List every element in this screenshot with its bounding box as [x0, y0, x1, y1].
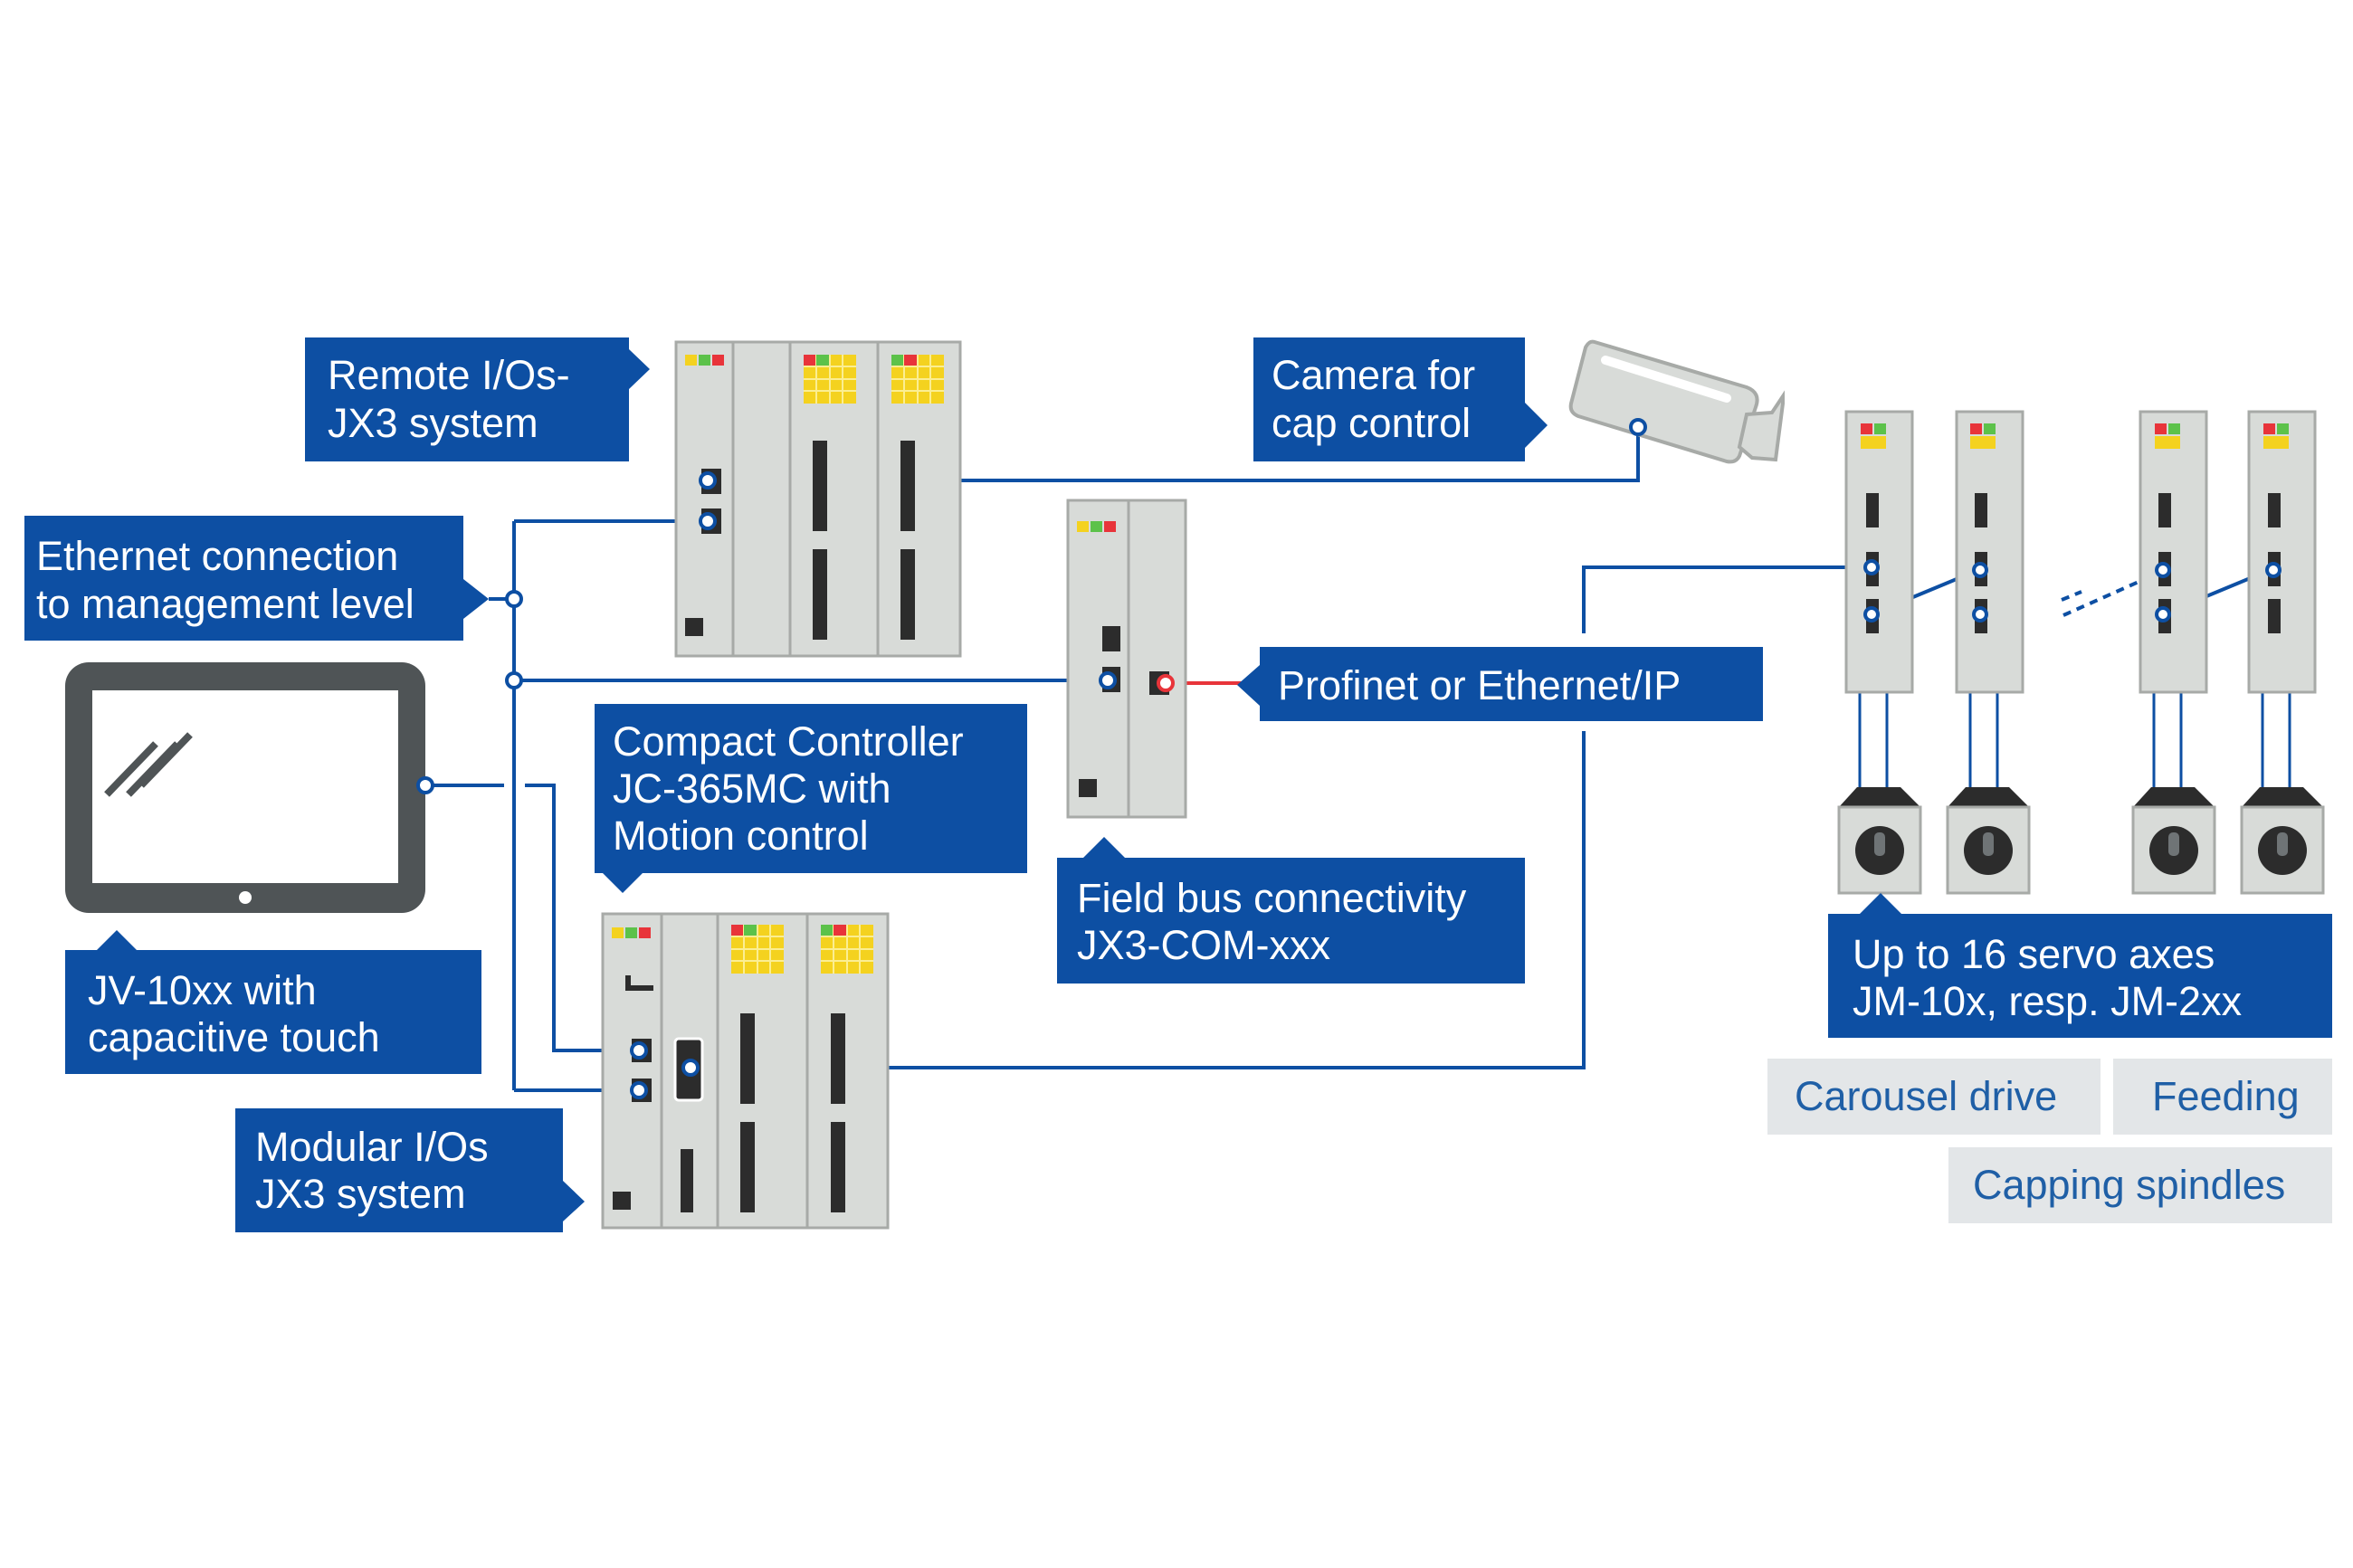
controller-label-line-2: JC-365MC with	[613, 765, 891, 812]
tag-feeding-text: Feeding	[2152, 1073, 2300, 1119]
controller-status-grid-1	[731, 925, 784, 974]
camera-label-line-2: cap control	[1272, 400, 1471, 446]
servo-feed-wire	[1582, 565, 1872, 633]
fieldbus-label: Field bus connectivity JX3-COM-xxx	[1057, 837, 1525, 984]
fieldbus-module	[1066, 499, 1187, 819]
camera-wire	[713, 427, 1640, 482]
servo-label-line-2: JM-10x, resp. JM-2xx	[1853, 978, 2243, 1024]
servo-motor-icon	[1837, 787, 2325, 895]
servo-label-line-1: Up to 16 servo axes	[1853, 931, 2215, 977]
modular-io-label: Modular I/Os JX3 system	[235, 1108, 585, 1232]
profinet-label: Profinet or Ethernet/IP	[1237, 647, 1763, 721]
modular-io-label-line-2: JX3 system	[255, 1171, 466, 1217]
remote-io-rack	[674, 340, 962, 658]
hmi-label-line-2: capacitive touch	[88, 1014, 380, 1060]
controller-rack	[601, 912, 890, 1230]
servo-chain-wire-3	[2061, 590, 2082, 602]
tablet-icon	[65, 662, 434, 913]
servo-label: Up to 16 servo axes JM-10x, resp. JM-2xx	[1828, 893, 2332, 1038]
hmi-label-line-1: JV-10xx with	[88, 967, 317, 1013]
controller-label: Compact Controller JC-365MC with Motion …	[595, 704, 1027, 893]
controller-to-servo-wire	[691, 731, 1586, 1069]
controller-label-line-3: Motion control	[613, 813, 869, 859]
tag-feeding: Feeding	[2113, 1059, 2332, 1135]
remote-io-label: Remote I/Os- JX3 system	[305, 337, 650, 461]
servo-drive-3	[2139, 410, 2208, 694]
modular-io-label-line-1: Modular I/Os	[255, 1124, 489, 1170]
remote-io-label-line-1: Remote I/Os-	[328, 352, 570, 398]
remote-io-status-grid-2	[891, 355, 944, 404]
controller-label-line-1: Compact Controller	[613, 718, 964, 765]
camera-icon	[1568, 339, 1785, 464]
ethernet-junction-node	[505, 590, 523, 608]
servo-chain-wire-dash	[2062, 577, 2146, 617]
fieldbus-junction-node	[505, 671, 523, 689]
servo-drive-4	[2247, 410, 2317, 694]
tablet-wire-right	[525, 784, 639, 1052]
camera-label-line-1: Camera for	[1272, 352, 1475, 398]
servo-drive-1	[1844, 410, 1914, 694]
ethernet-label-line-1: Ethernet connection	[36, 533, 398, 579]
servo-motor-cables	[1858, 692, 2291, 787]
remote-io-status-grid-1	[804, 355, 856, 404]
remote-io-label-line-2: JX3 system	[328, 400, 538, 446]
tag-carousel-drive-text: Carousel drive	[1795, 1073, 2057, 1119]
fieldbus-label-line-1: Field bus connectivity	[1077, 875, 1467, 921]
tag-carousel-drive: Carousel drive	[1767, 1059, 2101, 1135]
camera-label: Camera for cap control	[1253, 337, 1548, 461]
ethernet-label: Ethernet connection to management level	[24, 516, 489, 641]
fieldbus-label-line-2: JX3-COM-xxx	[1077, 922, 1330, 968]
hmi-label: JV-10xx with capacitive touch	[65, 930, 481, 1074]
servo-drive-2	[1955, 410, 2024, 694]
tag-capping-spindles-text: Capping spindles	[1973, 1162, 2285, 1208]
ethernet-label-line-2: to management level	[36, 581, 414, 627]
profinet-label-line-1: Profinet or Ethernet/IP	[1278, 662, 1681, 708]
controller-status-grid-2	[821, 925, 873, 974]
tag-capping-spindles: Capping spindles	[1948, 1147, 2332, 1223]
